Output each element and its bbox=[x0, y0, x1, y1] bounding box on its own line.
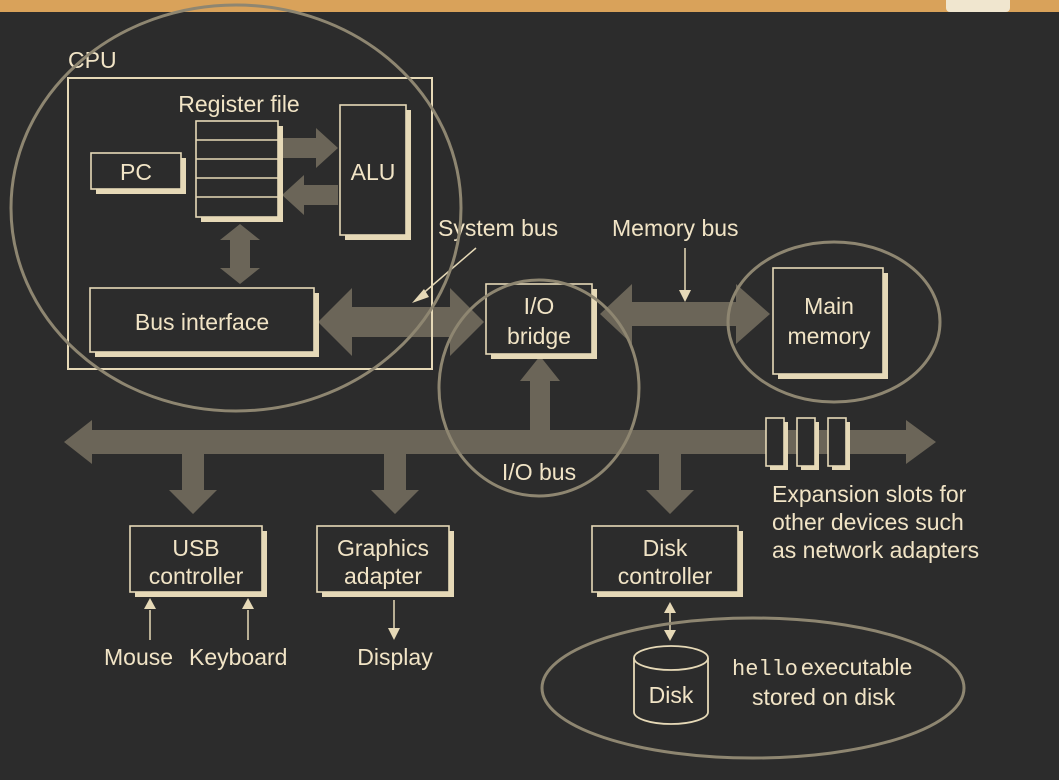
disk-drop-arrow bbox=[646, 454, 694, 514]
memory-bus-arrow bbox=[600, 284, 770, 344]
disk-controller bbox=[591, 525, 739, 593]
main-memory-label-line1: Main bbox=[804, 293, 854, 319]
io-bridge-label-line2: bridge bbox=[507, 323, 571, 349]
io-bridge-highlight-ring bbox=[437, 278, 641, 498]
cpu-frame bbox=[67, 77, 433, 370]
main-memory-highlight-ring bbox=[726, 240, 942, 404]
disk-top bbox=[633, 645, 709, 671]
register-file bbox=[195, 120, 279, 218]
disk-note-line2: stored on disk bbox=[752, 684, 896, 710]
usb-drop-arrow bbox=[169, 454, 217, 514]
disk-controller-label-line2: controller bbox=[618, 563, 713, 589]
pc-label: PC bbox=[120, 159, 152, 185]
bus-interface bbox=[89, 287, 315, 353]
bus-interface-label: Bus interface bbox=[135, 309, 269, 335]
cpu-highlight-ring bbox=[9, 3, 463, 413]
expansion-slot-2 bbox=[796, 417, 816, 467]
usb-controller bbox=[129, 525, 263, 593]
alu bbox=[339, 104, 407, 236]
keyboard-label: Keyboard bbox=[189, 644, 287, 670]
disk-highlight-ring bbox=[540, 616, 966, 760]
memory-bus-label: Memory bus bbox=[612, 215, 739, 241]
graphics-drop-arrow bbox=[371, 454, 419, 514]
expansion-label-line3: as network adapters bbox=[772, 537, 979, 563]
expansion-slot-1 bbox=[765, 417, 785, 467]
register-file-label: Register file bbox=[178, 91, 299, 117]
system-bus-label: System bus bbox=[438, 215, 558, 241]
disk-label: Disk bbox=[649, 682, 694, 708]
expansion-slot-3 bbox=[827, 417, 847, 467]
regfile-bus-interface-arrow bbox=[220, 224, 260, 284]
main-memory bbox=[772, 267, 884, 375]
disk-controller-label-line1: Disk bbox=[643, 535, 688, 561]
top-accent-band bbox=[0, 0, 1059, 12]
alu-label: ALU bbox=[351, 159, 396, 185]
top-tab[interactable] bbox=[946, 0, 1010, 12]
alu-to-regfile-arrow bbox=[282, 175, 338, 215]
display-label: Display bbox=[357, 644, 433, 670]
main-memory-label-line2: memory bbox=[787, 323, 871, 349]
io-bridge-label-line1: I/O bbox=[524, 293, 555, 319]
expansion-label-line2: other devices such bbox=[772, 509, 964, 535]
pc-register bbox=[90, 152, 182, 190]
io-bus-arrow bbox=[64, 420, 936, 464]
hello-program-name: hello bbox=[732, 657, 798, 682]
disk bbox=[633, 658, 709, 725]
graphics-adapter bbox=[316, 525, 450, 593]
usb-label-line2: controller bbox=[149, 563, 244, 589]
disk-note-line1: executable bbox=[801, 654, 912, 680]
system-bus-arrow bbox=[318, 288, 484, 356]
expansion-label-line1: Expansion slots for bbox=[772, 481, 967, 507]
regfile-to-alu-arrow bbox=[282, 128, 338, 168]
graphics-label-line2: adapter bbox=[344, 563, 422, 589]
io-bridge-uplink-arrow bbox=[520, 356, 560, 432]
mouse-label: Mouse bbox=[104, 644, 173, 670]
graphics-label-line1: Graphics bbox=[337, 535, 429, 561]
io-bridge bbox=[485, 283, 593, 355]
io-bus-label: I/O bus bbox=[502, 459, 576, 485]
usb-label-line1: USB bbox=[172, 535, 219, 561]
